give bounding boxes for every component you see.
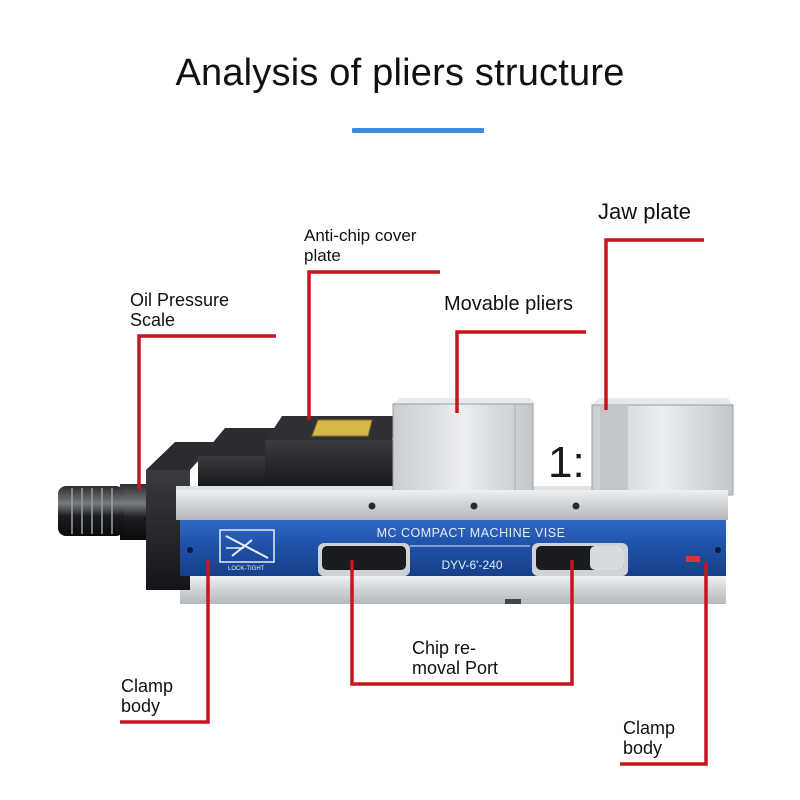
- label-clamp-body-left: Clamp body: [121, 676, 174, 716]
- movable-pliers: [392, 403, 534, 493]
- chip-removal-slot-right: [532, 543, 628, 576]
- body-side: [176, 490, 728, 520]
- label-anti-chip-cover: Anti-chip cover plate: [304, 226, 417, 265]
- jaw-plate-top: [592, 398, 733, 405]
- leader-movable-pliers: [455, 330, 586, 413]
- jaw-plate-shadow: [600, 405, 628, 495]
- handle-grooves: [71, 488, 113, 534]
- label-oil-pressure-scale: Oil Pressure Scale: [130, 290, 230, 330]
- rear-housing-top: [146, 442, 215, 470]
- leader-chip-removal: [350, 560, 574, 686]
- anti-chip-gold-pad: [311, 419, 373, 437]
- label-jaw-plate: Jaw plate: [598, 199, 691, 224]
- anti-chip-cover: [265, 440, 393, 490]
- leader-anti-chip: [307, 270, 440, 420]
- blue-body-bolts: [187, 547, 721, 553]
- base-rail: [180, 576, 726, 604]
- handle-knob: [58, 486, 124, 536]
- page-title: Analysis of pliers structure: [175, 52, 625, 94]
- chip-removal-slot-left: [318, 543, 410, 576]
- overlay-mark: 1:: [548, 438, 585, 487]
- title-underline: [352, 128, 484, 133]
- logo-text: LOCK-TIGHT: [228, 566, 265, 572]
- label-clamp-body-right: Clamp body: [623, 718, 676, 758]
- handle-collar: [120, 484, 150, 540]
- label-movable-pliers: Movable pliers: [444, 293, 573, 315]
- step-block-1: [198, 456, 270, 488]
- movable-pliers-top: [393, 398, 536, 404]
- model-text: DYV-6'-240: [442, 558, 503, 572]
- logo-icon: [219, 529, 275, 563]
- leader-oil-pressure: [137, 334, 276, 490]
- body-bolts: [368, 502, 580, 510]
- leader-lines: [120, 238, 708, 766]
- leader-clamp-right: [620, 562, 708, 766]
- label-chip-removal-port: Chip re- moval Port: [412, 638, 499, 678]
- brand-plate-text: MC COMPACT MACHINE VISE: [377, 526, 566, 540]
- red-marker: [686, 556, 700, 562]
- leader-jaw-plate: [604, 238, 704, 410]
- leader-clamp-left: [120, 560, 210, 724]
- base-slot: [505, 599, 521, 604]
